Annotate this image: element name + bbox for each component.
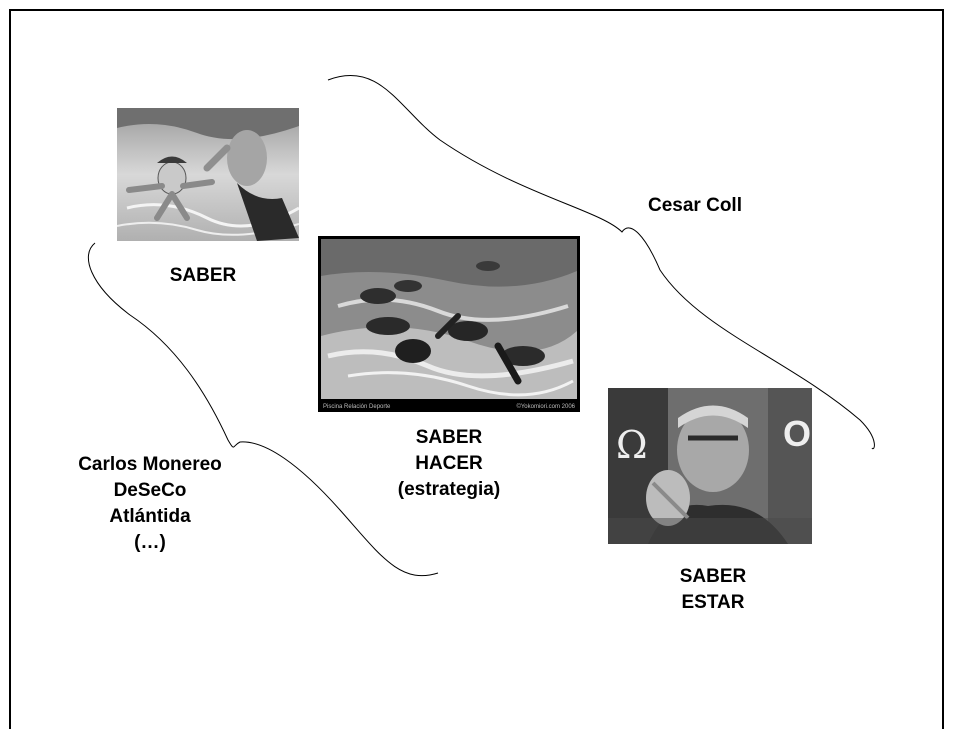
cesar-coll-brace bbox=[327, 74, 875, 450]
svg-text:Ω: Ω bbox=[616, 423, 648, 467]
swimmer-portrait-photo: Ω O bbox=[608, 388, 812, 544]
race-swimmers-photo: Piscina Relación Deporte ©Yokomiori.com … bbox=[318, 236, 580, 412]
cesar-coll-label: Cesar Coll bbox=[648, 195, 742, 216]
saber-hacer-label: SABER HACER (estrategia) bbox=[397, 427, 501, 500]
authors-label: Carlos Monereo DeSeCo Atlántida (…) bbox=[78, 454, 222, 553]
saber-estar-label: SABER ESTAR bbox=[679, 566, 747, 613]
saber-label: SABER bbox=[169, 265, 237, 286]
photo-caption-left: Piscina Relación Deporte bbox=[323, 404, 391, 410]
underwater-swimmers-photo bbox=[117, 108, 299, 241]
photo-caption-right: ©Yokomiori.com 2006 bbox=[516, 404, 575, 410]
monereo-brace bbox=[87, 242, 439, 577]
svg-text:O: O bbox=[783, 413, 811, 454]
